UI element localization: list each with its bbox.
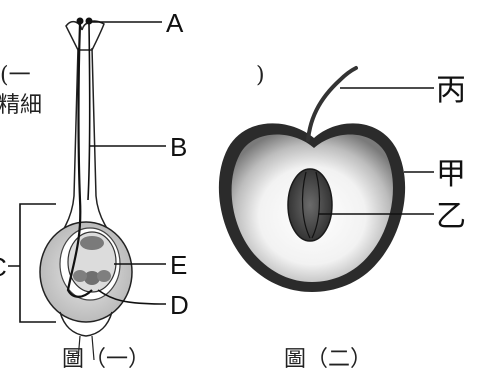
style — [52, 48, 120, 246]
seed — [288, 169, 332, 241]
fragment-paren: (一 — [0, 63, 31, 88]
label-bing: 丙 — [436, 73, 466, 108]
antipodal-cells — [80, 236, 104, 250]
label-B: B — [170, 132, 187, 162]
stigma — [66, 21, 104, 50]
pollen-grain — [77, 18, 84, 25]
label-yi: 乙 — [436, 199, 466, 234]
fragment-paren-2: ) — [256, 63, 265, 88]
label-C: C — [0, 252, 7, 282]
label-A: A — [166, 8, 184, 38]
figure-2-caption: 圖（二） — [284, 347, 372, 372]
figure-1-caption: 圖（一） — [62, 347, 150, 372]
label-E: E — [170, 250, 187, 280]
pollen-grain — [86, 18, 93, 25]
fragment-text: 精細 — [0, 93, 42, 118]
label-jia: 甲 — [436, 157, 466, 192]
figure-1-pistil: A B E D C (一 精細 圖（一） — [0, 8, 189, 372]
synergid-left — [73, 270, 87, 282]
label-D: D — [170, 290, 189, 320]
synergid-right — [97, 270, 111, 282]
figure-2-fruit: ) 丙 甲 乙 圖（二） — [219, 63, 466, 372]
